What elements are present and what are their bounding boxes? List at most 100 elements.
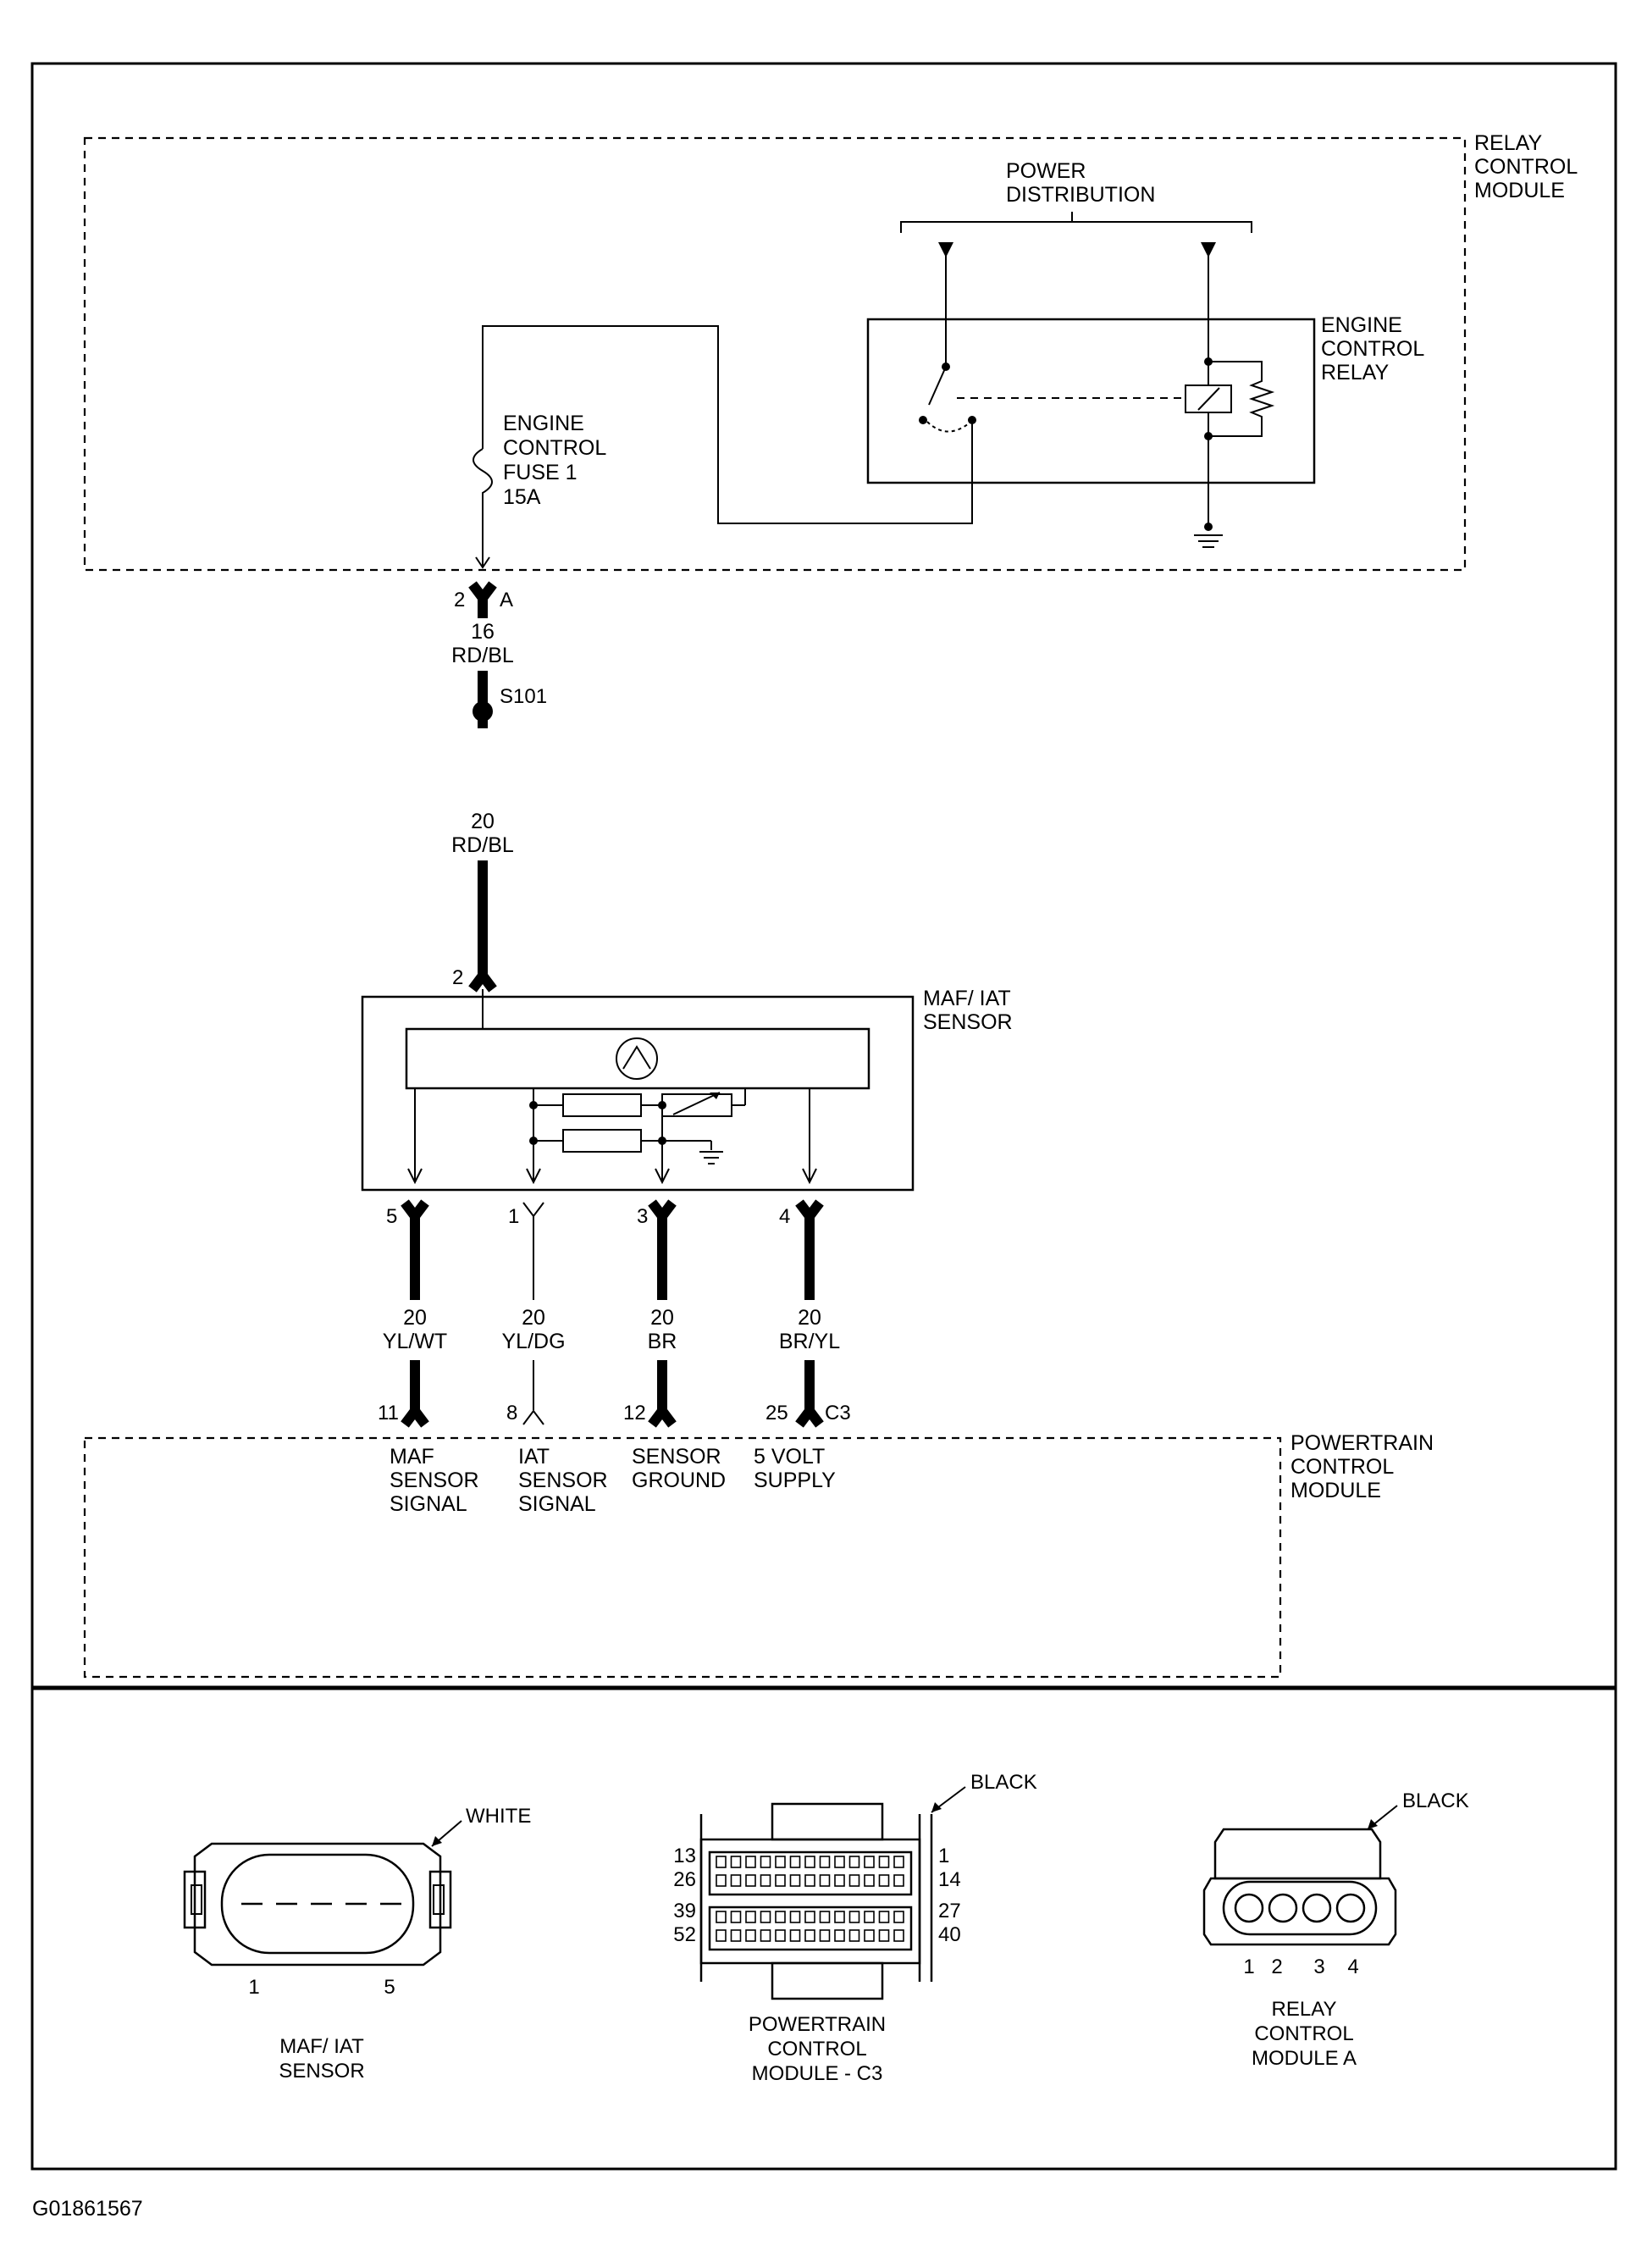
circuit-ground-line2: GROUND (632, 1469, 726, 1492)
pin-cavity (834, 1929, 845, 1942)
pcm-row-label: 14 (938, 1868, 961, 1891)
pcm-label-line3: MODULE (1291, 1479, 1381, 1502)
wire-yl-wt (401, 1199, 429, 1428)
pin-cavity (760, 1929, 771, 1942)
relay-module-label-line3: MODULE (1474, 179, 1565, 202)
pcm-row-label: 13 (673, 1845, 696, 1867)
pin-cavity (789, 1929, 801, 1942)
iat-thermistor (661, 1093, 732, 1117)
pin-cavity (730, 1856, 742, 1868)
fuse-label-line2: CONTROL (503, 436, 606, 460)
pcm-row-label: 27 (938, 1900, 961, 1922)
maf-connector-pin1: 1 (248, 1976, 259, 1999)
maf-sensor-label-line2: SENSOR (923, 1010, 1013, 1034)
pin-cavity (775, 1856, 786, 1868)
wire-br-yl-color: BR/YL (779, 1330, 840, 1353)
relay-module-label-line1: RELAY (1474, 131, 1542, 155)
pin-cavity (864, 1874, 875, 1887)
pin-cavity (878, 1856, 890, 1868)
relay-control-module-boundary (83, 136, 1467, 572)
power-feed-arrow (1201, 242, 1216, 257)
pin-cavity (819, 1856, 831, 1868)
pin-cavity (878, 1929, 890, 1942)
relay-contact (919, 416, 927, 424)
pcm-connector-label-line1: POWERTRAIN (749, 2013, 886, 2036)
pin-cavity (848, 1874, 860, 1887)
outer-frame (30, 62, 1617, 2171)
pin-cavity (716, 1911, 727, 1923)
wire-yl-wt-gauge: 20 (403, 1306, 427, 1330)
pin-cavity (789, 1856, 801, 1868)
fuse-label-line1: ENGINE (503, 412, 584, 435)
power-distribution-bracket (900, 221, 1252, 233)
figure-id: G01861567 (32, 2197, 143, 2221)
pin-cavity (789, 1874, 801, 1887)
relay-connector-color: BLACK (1402, 1790, 1469, 1812)
relay-connector-pin: 2 (1271, 1955, 1282, 1978)
ground-icon (699, 1151, 723, 1164)
circuit-iat-line1: IAT (518, 1445, 550, 1469)
wire-yl-dg-gauge: 20 (522, 1306, 545, 1330)
fuse-label-line3: FUSE 1 (503, 461, 578, 484)
pcm-connector-name: C3 (825, 1402, 851, 1424)
relay-control-module-label: RELAY CONTROL MODULE (1474, 131, 1578, 202)
splice-s101 (473, 701, 493, 722)
pin-cavity (789, 1911, 801, 1923)
maf-sensor-pin2-terminal (468, 967, 497, 993)
pin-cavity (848, 1856, 860, 1868)
maf-sensor-element (405, 1027, 870, 1090)
connector-a (468, 581, 497, 618)
pin-cavity (730, 1911, 742, 1923)
splice-label: S101 (500, 685, 547, 708)
pcm-row-label: 39 (673, 1900, 696, 1922)
wire-yl-dg (522, 1202, 544, 1425)
maf-connector-color: WHITE (466, 1805, 531, 1828)
engine-control-fuse (473, 448, 493, 566)
wire-br (648, 1199, 677, 1428)
pcm-pin-25-label: 25 (765, 1402, 788, 1424)
pcm-connector-label-line3: MODULE - C3 (752, 2062, 883, 2085)
pin-cavity (893, 1856, 904, 1868)
maf-iat-sensor (361, 995, 915, 1192)
pin-cavity (893, 1929, 904, 1942)
pin-cavity (760, 1856, 771, 1868)
circuit-ground-line1: SENSOR (632, 1445, 721, 1469)
pin-cavity (864, 1929, 875, 1942)
pin-cavity (804, 1911, 815, 1923)
pcm-circuit-labels: MAF SENSOR SIGNAL IAT SENSOR SIGNAL SENS… (390, 1445, 836, 1516)
wire-yl-wt-color: YL/WT (383, 1330, 447, 1353)
power-distribution: POWER DISTRIBUTION (900, 159, 1252, 257)
pin-cavity (893, 1911, 904, 1923)
circuit-supply-line1: 5 VOLT (754, 1445, 825, 1469)
pin-cavity (716, 1929, 727, 1942)
pin-cavity (834, 1911, 845, 1923)
maf-connector-pin5: 5 (384, 1976, 395, 1999)
ground-icon (1194, 534, 1223, 548)
hot-wire-element-icon (616, 1037, 658, 1080)
relay-label-line3: RELAY (1321, 361, 1389, 384)
pin-cavity (864, 1856, 875, 1868)
circuit-maf-line1: MAF (390, 1445, 434, 1469)
engine-control-relay (866, 318, 1316, 484)
sensor-resistor (562, 1129, 642, 1153)
circuit-iat-line2: SENSOR (518, 1469, 608, 1492)
pin-cavity (848, 1929, 860, 1942)
pin-cavity (745, 1911, 756, 1923)
maf-pin-3-label: 3 (637, 1205, 648, 1228)
power-feed-arrow (938, 242, 953, 257)
pcm-connector-label-line2: CONTROL (767, 2038, 866, 2061)
pin-cavity (848, 1911, 860, 1923)
pin-cavity (819, 1929, 831, 1942)
wire-upper-gauge: 16 (471, 620, 495, 644)
pin-cavity (893, 1874, 904, 1887)
maf-iat-sensor-label: MAF/ IAT SENSOR (923, 987, 1013, 1034)
wire-lower-color: RD/BL (451, 833, 514, 857)
wire-br-yl-gauge: 20 (798, 1306, 821, 1330)
maf-sensor-label-line1: MAF/ IAT (923, 987, 1011, 1010)
pcm-pin-8-label: 8 (506, 1402, 517, 1424)
pcm-c3-pin-grid (716, 1856, 904, 1942)
relay-output-wire (482, 325, 973, 524)
wire-yl-dg-color: YL/DG (501, 1330, 565, 1353)
pin-cavity (878, 1874, 890, 1887)
